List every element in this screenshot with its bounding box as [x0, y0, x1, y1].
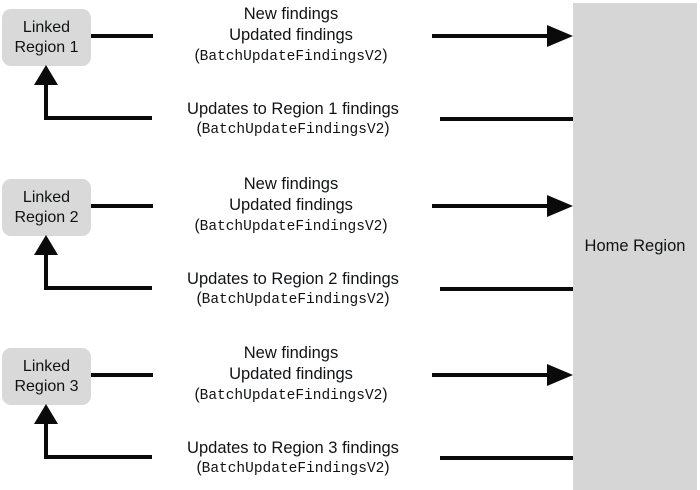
- return-updates-label-block: Updates to Region 3 findings (BatchUpdat…: [143, 438, 443, 479]
- api-paren-open: (: [196, 120, 202, 137]
- return-arrow-line-vertical: [44, 254, 48, 288]
- linked-region-3-box: Linked Region 3: [2, 348, 91, 405]
- linked-region-label-line1: Linked: [22, 188, 71, 206]
- forward-findings-label-line1: New findings: [243, 175, 339, 193]
- return-arrow-line-left: [44, 286, 152, 290]
- arrowhead-up-icon: [34, 235, 58, 255]
- linked-region-label-line1: Linked: [22, 357, 71, 375]
- return-api-label: (BatchUpdateFindingsV2): [143, 289, 443, 310]
- forward-findings-label: New findings Updated findings (BatchUpda…: [141, 4, 441, 67]
- api-paren-close: ): [382, 386, 388, 403]
- api-paren-close: ): [382, 47, 388, 64]
- forward-findings-label-line1: New findings: [243, 5, 339, 23]
- return-arrow-line-left: [44, 116, 152, 120]
- forward-findings-label-line2: Updated findings: [229, 196, 353, 214]
- forward-findings-label-line1: New findings: [243, 344, 339, 362]
- linked-region-1-box: Linked Region 1: [2, 9, 91, 66]
- return-api-label: (BatchUpdateFindingsV2): [143, 119, 443, 140]
- forward-arrow-line-right: [432, 373, 552, 377]
- return-arrow-line-right: [440, 287, 573, 291]
- api-code: BatchUpdateFindingsV2: [199, 49, 383, 65]
- api-code: BatchUpdateFindingsV2: [199, 388, 383, 404]
- return-arrow-line-left: [44, 455, 152, 459]
- linked-region-label-line2: Region 1: [14, 38, 79, 56]
- api-paren-open: (: [196, 459, 202, 476]
- api-code: BatchUpdateFindingsV2: [199, 219, 383, 235]
- linked-region-label-line2: Region 2: [14, 208, 79, 226]
- forward-api-label: (BatchUpdateFindingsV2): [141, 385, 441, 406]
- api-paren-open: (: [194, 386, 200, 403]
- arrowhead-up-icon: [34, 65, 58, 85]
- api-paren-open: (: [194, 47, 200, 64]
- return-arrow-line-vertical: [44, 423, 48, 457]
- forward-arrow-line-right: [432, 34, 552, 38]
- forward-findings-label-line2: Updated findings: [229, 26, 353, 44]
- forward-arrow-line-left: [91, 373, 153, 377]
- home-region-label: Home Region: [584, 237, 686, 255]
- api-paren-close: ): [382, 217, 388, 234]
- forward-api-label: (BatchUpdateFindingsV2): [141, 46, 441, 67]
- arrowhead-right-icon: [547, 364, 573, 386]
- api-code: BatchUpdateFindingsV2: [201, 461, 385, 477]
- return-api-label: (BatchUpdateFindingsV2): [143, 458, 443, 479]
- linked-region-label-line2: Region 3: [14, 377, 79, 395]
- forward-findings-label: New findings Updated findings (BatchUpda…: [141, 343, 441, 406]
- return-updates-label-block: Updates to Region 2 findings (BatchUpdat…: [143, 269, 443, 310]
- forward-findings-label: New findings Updated findings (BatchUpda…: [141, 174, 441, 237]
- api-code: BatchUpdateFindingsV2: [201, 292, 385, 308]
- return-updates-label: Updates to Region 2 findings: [187, 270, 399, 288]
- return-updates-label-block: Updates to Region 1 findings (BatchUpdat…: [143, 99, 443, 140]
- linked-region-label-line1: Linked: [22, 18, 71, 36]
- linked-region-2-box: Linked Region 2: [2, 179, 91, 236]
- forward-arrow-line-left: [91, 204, 153, 208]
- return-arrow-line-right: [440, 456, 573, 460]
- return-updates-label: Updates to Region 3 findings: [187, 439, 399, 457]
- arrowhead-right-icon: [547, 195, 573, 217]
- forward-api-label: (BatchUpdateFindingsV2): [141, 216, 441, 237]
- return-updates-label: Updates to Region 1 findings: [187, 100, 399, 118]
- region-flow-group-1: Linked Region 1 New findings Updated fin…: [0, 0, 700, 150]
- forward-arrow-line-right: [432, 204, 552, 208]
- api-paren-close: ): [384, 290, 390, 307]
- region-flow-group-3: Linked Region 3 New findings Updated fin…: [0, 339, 700, 489]
- api-paren-close: ): [384, 120, 390, 137]
- region-flow-group-2: Linked Region 2 New findings Updated fin…: [0, 170, 700, 320]
- home-region-box: Home Region: [573, 3, 697, 490]
- api-code: BatchUpdateFindingsV2: [201, 122, 385, 138]
- arrowhead-up-icon: [34, 404, 58, 424]
- arrowhead-right-icon: [547, 25, 573, 47]
- api-paren-open: (: [196, 290, 202, 307]
- return-arrow-line-right: [440, 117, 573, 121]
- api-paren-open: (: [194, 217, 200, 234]
- forward-arrow-line-left: [91, 34, 153, 38]
- forward-findings-label-line2: Updated findings: [229, 365, 353, 383]
- api-paren-close: ): [384, 459, 390, 476]
- return-arrow-line-vertical: [44, 84, 48, 118]
